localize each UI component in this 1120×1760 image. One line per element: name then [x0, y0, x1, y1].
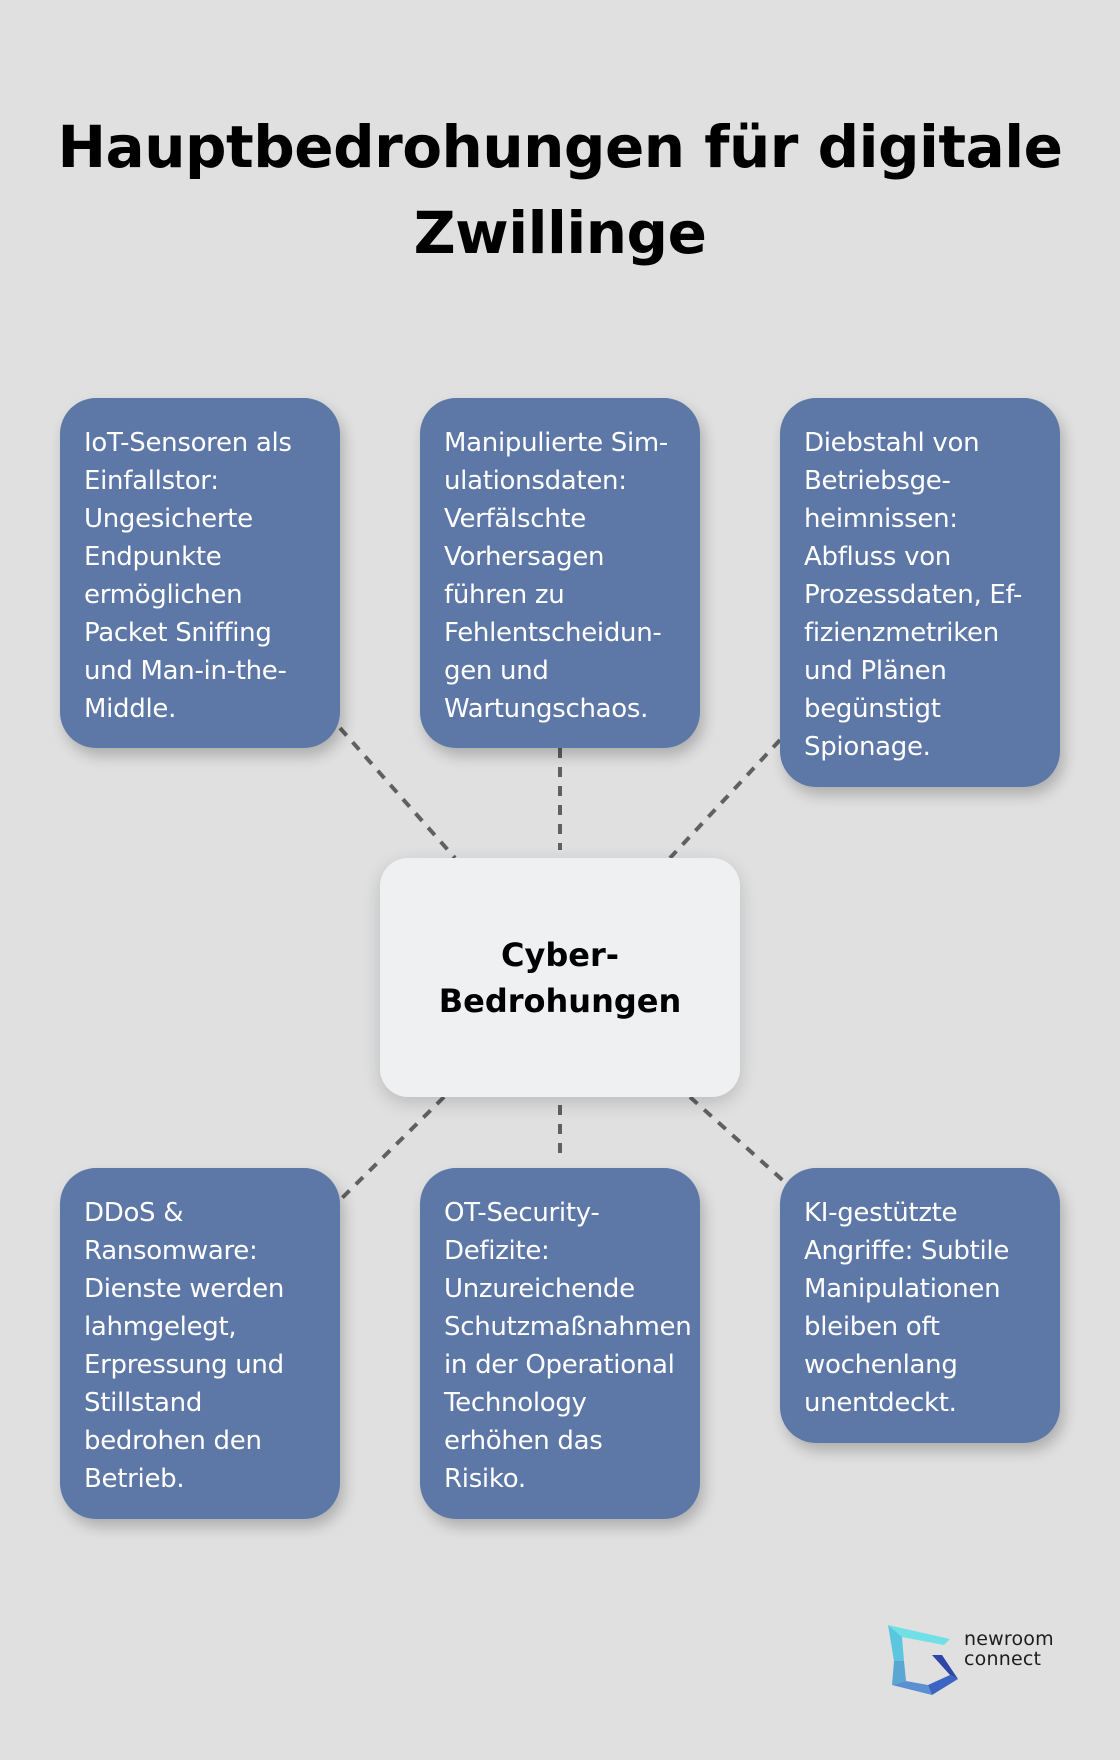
- card-text-line: Vorhersagen: [444, 542, 605, 572]
- card-text-line: führen zu: [444, 580, 565, 610]
- card-text-line: Betrieb.: [84, 1464, 185, 1494]
- threat-card-simulation-data: Manipulierte Sim- ulationsdaten: Verfäls…: [420, 398, 700, 748]
- card-text-line: Erpressung und: [84, 1350, 284, 1380]
- connector-top-right: [668, 738, 782, 860]
- card-text-line: heimnissen:: [804, 504, 958, 534]
- title-line-1: Hauptbedrohungen für digitale: [57, 113, 1063, 181]
- card-text-line: lahmgelegt,: [84, 1312, 237, 1342]
- card-text-line: Fehlentscheidun-: [444, 618, 662, 648]
- card-text-line: unentdeckt.: [804, 1388, 957, 1418]
- logo-text-line-1: newroom: [964, 1628, 1054, 1650]
- card-text-line: Ungesicherte: [84, 504, 253, 534]
- logo-wordmark: newroom connect: [964, 1629, 1054, 1669]
- threat-card-ddos-ransomware: DDoS & Ransomware: Dienste werden lahmge…: [60, 1168, 340, 1519]
- card-text-line: Stillstand: [84, 1388, 203, 1418]
- card-text-line: wochenlang: [804, 1350, 958, 1380]
- card-text-line: Defizite:: [444, 1236, 550, 1266]
- card-text-line: Betriebsge-: [804, 466, 951, 496]
- card-text-line: Schutzmaßnahmen: [444, 1312, 692, 1342]
- logo-mark-icon: [888, 1625, 958, 1695]
- card-text-line: Technology: [444, 1388, 587, 1418]
- card-text-line: bleiben oft: [804, 1312, 940, 1342]
- threat-card-iot-sensors: IoT-Sensoren als Einfallstor: Ungesicher…: [60, 398, 340, 748]
- card-text-line: Verfälschte: [444, 504, 586, 534]
- card-text-line: DDoS &: [84, 1198, 184, 1228]
- center-node-line-2: Bedrohungen: [438, 981, 682, 1020]
- card-text-line: bedrohen den: [84, 1426, 262, 1456]
- card-text-line: Wartungschaos.: [444, 694, 649, 724]
- card-text-line: gen und: [444, 656, 549, 686]
- card-text-line: Manipulierte Sim-: [444, 428, 668, 458]
- card-text-line: Packet Sniffing: [84, 618, 272, 648]
- card-text-line: Manipulationen: [804, 1274, 1001, 1304]
- card-text-line: erhöhen das: [444, 1426, 603, 1456]
- card-text-line: Endpunkte: [84, 542, 222, 572]
- connector-bottom-right: [688, 1095, 790, 1187]
- card-text-line: Abfluss von: [804, 542, 951, 572]
- card-text-line: IoT-Sensoren als: [84, 428, 292, 458]
- card-text-line: Ransomware:: [84, 1236, 258, 1266]
- card-text-line: und Plänen: [804, 656, 947, 686]
- center-node-line-1: Cyber-: [500, 935, 619, 974]
- card-text-line: Dienste werden: [84, 1274, 284, 1304]
- title-line-2: Zwillinge: [413, 199, 707, 267]
- card-text-line: Einfallstor:: [84, 466, 219, 496]
- card-text-line: Diebstahl von: [804, 428, 980, 458]
- card-text-line: und Man-in-the-: [84, 656, 287, 686]
- card-text-line: Prozessdaten, Ef-: [804, 580, 1023, 610]
- card-text-line: Angriffe: Subtile: [804, 1236, 1010, 1266]
- card-text-line: Middle.: [84, 694, 177, 724]
- card-text-line: Unzureichende: [444, 1274, 635, 1304]
- card-text-line: Spionage.: [804, 732, 931, 762]
- threat-card-ai-attacks: KI-gestützte Angriffe: Subtile Manipulat…: [780, 1168, 1060, 1443]
- card-text-line: in der Operational: [444, 1350, 675, 1380]
- card-text-line: ulationsdaten:: [444, 466, 627, 496]
- card-text-line: KI-gestützte: [804, 1198, 958, 1228]
- connector-top-left: [338, 726, 457, 860]
- card-text-line: ermöglichen: [84, 580, 243, 610]
- threat-card-trade-secrets: Diebstahl von Betriebsge- heimnissen: Ab…: [780, 398, 1060, 787]
- card-text-line: Risiko.: [444, 1464, 526, 1494]
- connector-bottom-left: [338, 1095, 446, 1202]
- page-title: Hauptbedrohungen für digitale Zwillinge: [0, 104, 1120, 276]
- card-text-line: OT-Security-: [444, 1198, 600, 1228]
- logo-text-line-2: connect: [964, 1648, 1042, 1670]
- threat-card-ot-security: OT-Security- Defizite: Unzureichende Sch…: [420, 1168, 700, 1519]
- center-node-cyber-threats: Cyber- Bedrohungen: [380, 858, 740, 1097]
- newroom-connect-logo: newroom connect: [888, 1625, 1068, 1697]
- card-text-line: fizienzmetriken: [804, 618, 999, 648]
- card-text-line: begünstigt: [804, 694, 941, 724]
